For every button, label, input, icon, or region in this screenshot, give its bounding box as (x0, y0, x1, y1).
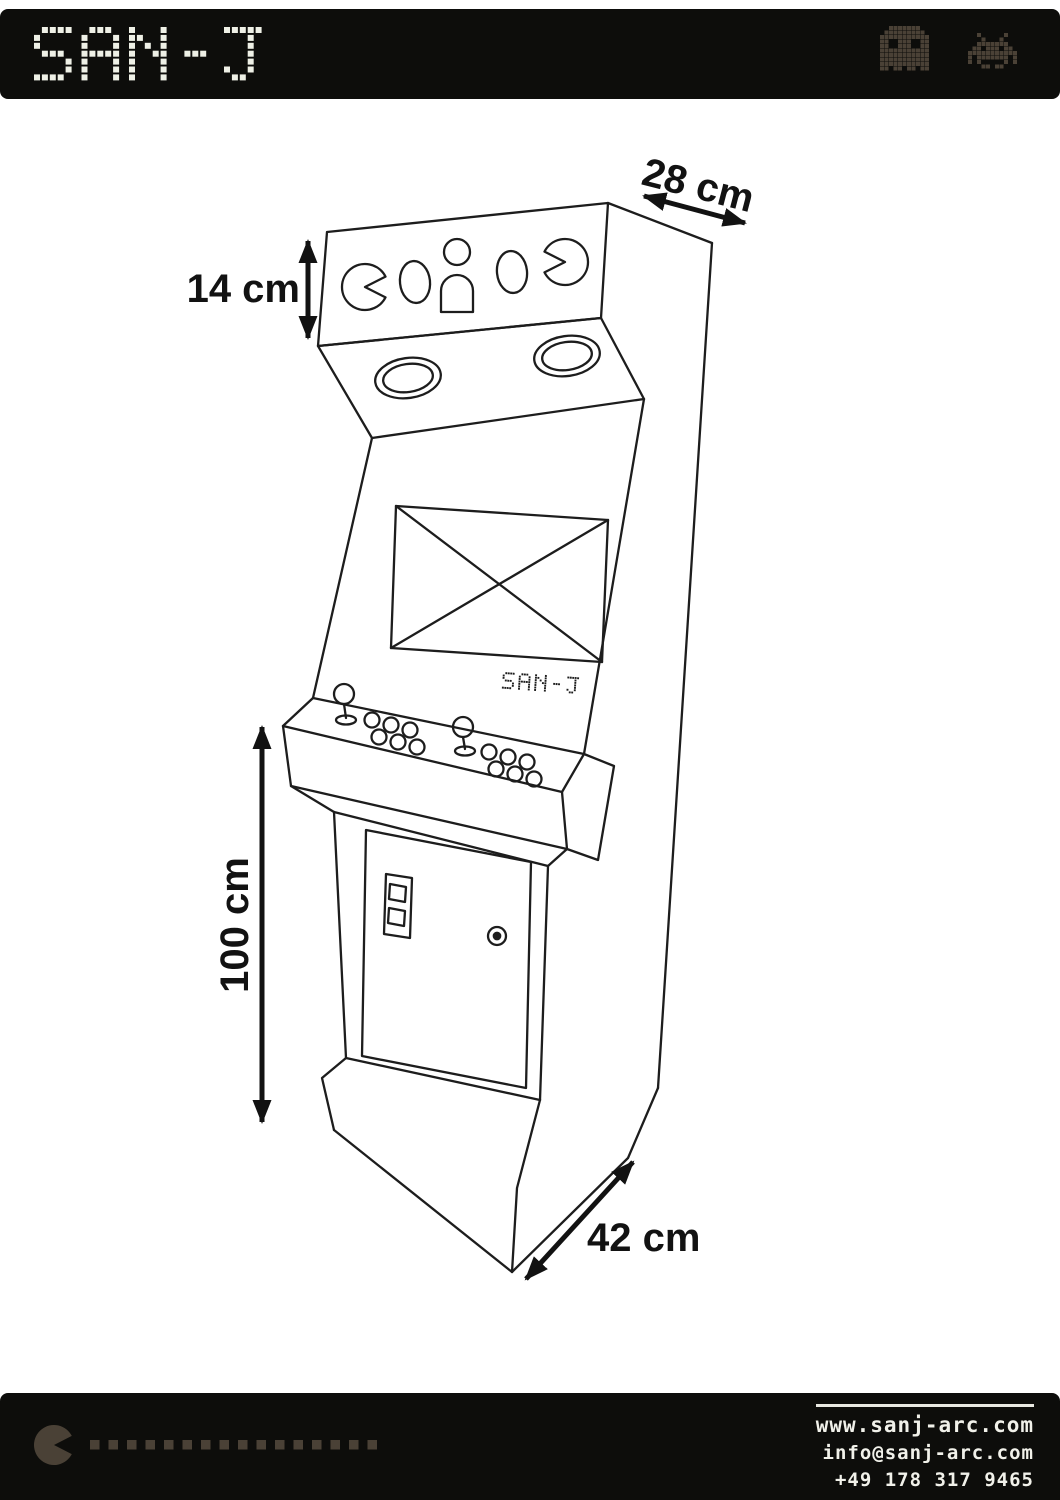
dimension-annotations: 14 cm 28 cm 100 cm 42 cm (187, 150, 759, 1281)
coin-slot (382, 872, 414, 940)
dim-arrow-28cm (642, 192, 747, 227)
pellet-icon (495, 249, 529, 295)
space-invader-icon (968, 33, 1017, 69)
pacman-dots-decoration (33, 1425, 377, 1465)
pacman-left-icon (543, 237, 590, 287)
dot-row (90, 1440, 377, 1450)
speaker-panel (316, 316, 646, 440)
buttons-left (363, 711, 426, 756)
pacman-right-icon (340, 262, 387, 312)
contact-block: www.sanj-arc.com info@sanj-arc.com +49 1… (815, 1404, 1034, 1491)
phone-number: +49 178 317 9465 (834, 1469, 1034, 1491)
speaker-right-icon (533, 334, 601, 378)
dimension-base-depth: 42 cm (524, 1160, 700, 1281)
dimension-top-depth: 28 cm (638, 150, 759, 227)
dimension-body-height: 100 cm (213, 725, 272, 1124)
email-link: info@sanj-arc.com (822, 1442, 1034, 1464)
pacman-icon (33, 1425, 72, 1465)
cabinet-body (289, 241, 714, 1274)
speaker-left-icon (374, 356, 442, 400)
ghost-icon (880, 26, 929, 71)
buttons-right (480, 743, 543, 788)
screen-bezel (311, 397, 646, 756)
pellet-icon (398, 259, 432, 305)
footer-bar: www.sanj-arc.com info@sanj-arc.com +49 1… (0, 1393, 1060, 1500)
service-door (360, 828, 533, 1090)
joystick-right (451, 715, 477, 757)
dim-label-42cm: 42 cm (587, 1216, 700, 1260)
dimension-marquee-height: 14 cm (187, 239, 318, 340)
joystick-icon (439, 237, 475, 314)
dim-label-100cm: 100 cm (213, 857, 257, 993)
joystick-left (332, 682, 358, 726)
dim-arrow-42cm (524, 1160, 635, 1281)
control-panel (281, 682, 616, 862)
cabinet-marquee (316, 201, 714, 348)
dim-label-14cm: 14 cm (187, 267, 300, 311)
website-link: www.sanj-arc.com (815, 1404, 1034, 1436)
marquee-artwork (340, 237, 590, 314)
side-panel-rear-edge (656, 241, 714, 1090)
cabinet-logo (501, 672, 580, 694)
door-lock (486, 925, 508, 947)
brand-logo (34, 27, 262, 81)
header-bar (0, 9, 1060, 99)
